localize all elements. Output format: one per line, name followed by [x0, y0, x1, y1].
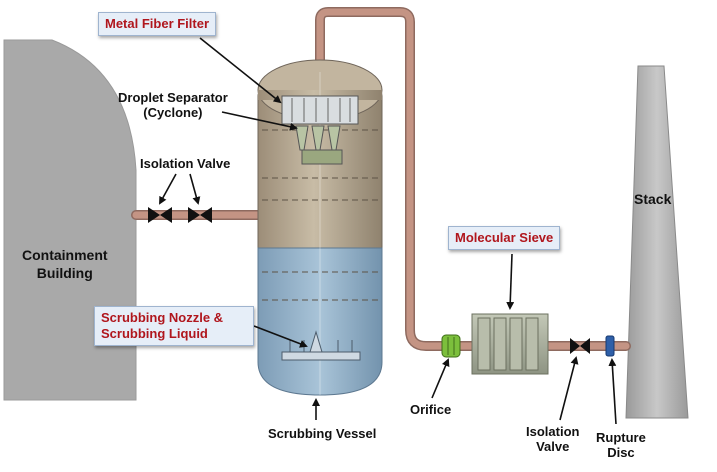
isolation-valve-3	[570, 338, 590, 354]
isolation-valve-top-label: Isolation Valve	[140, 156, 231, 171]
containment-building	[3, 39, 137, 401]
molecular-sieve-label: Molecular Sieve	[448, 226, 561, 250]
isolation-valve-bottom-label: Isolation Valve	[526, 424, 579, 454]
scrubbing-nozzle-label: Scrubbing Nozzle & Scrubbing Liquid	[94, 306, 254, 346]
isolation-valve-bottom-line1: Isolation	[526, 424, 580, 439]
rupture-disc	[605, 335, 615, 357]
scrubbing-nozzles	[281, 330, 361, 361]
rupture-disc-label-line1: Rupture	[596, 430, 646, 445]
isolation-valve-1	[148, 207, 172, 223]
metal-fiber-filter-pack	[281, 95, 359, 125]
orifice	[441, 334, 461, 358]
rupture-disc-label-line2: Disc	[607, 445, 635, 460]
droplet-separator-label: Droplet Separator (Cyclone)	[118, 90, 228, 120]
leader-lines	[159, 37, 617, 425]
isolation-valve-2	[188, 207, 212, 223]
scrubbing-nozzle-label-line1: Scrubbing Nozzle &	[101, 310, 224, 325]
rupture-disc-label: Rupture Disc	[596, 430, 646, 460]
droplet-separator-label-line2: (Cyclone)	[143, 105, 203, 120]
orifice-label: Orifice	[410, 402, 452, 417]
containment-label-line2: Building	[36, 265, 93, 281]
molecular-sieve-unit	[471, 313, 549, 375]
isolation-valve-bottom-line2: Valve	[536, 439, 570, 454]
containment-building-label: Containment Building	[22, 246, 108, 282]
droplet-separator-label-line1: Droplet Separator	[118, 90, 228, 105]
containment-label-line1: Containment	[22, 247, 108, 263]
scrubbing-nozzle-label-line2: Scrubbing Liquid	[101, 326, 208, 341]
stack-label: Stack	[634, 191, 672, 207]
scrubbing-vessel-label: Scrubbing Vessel	[268, 426, 377, 441]
metal-fiber-filter-label: Metal Fiber Filter	[98, 12, 217, 36]
stack	[625, 65, 689, 419]
scrubbing-vessel	[257, 59, 383, 396]
cyclone-separator	[295, 125, 343, 165]
